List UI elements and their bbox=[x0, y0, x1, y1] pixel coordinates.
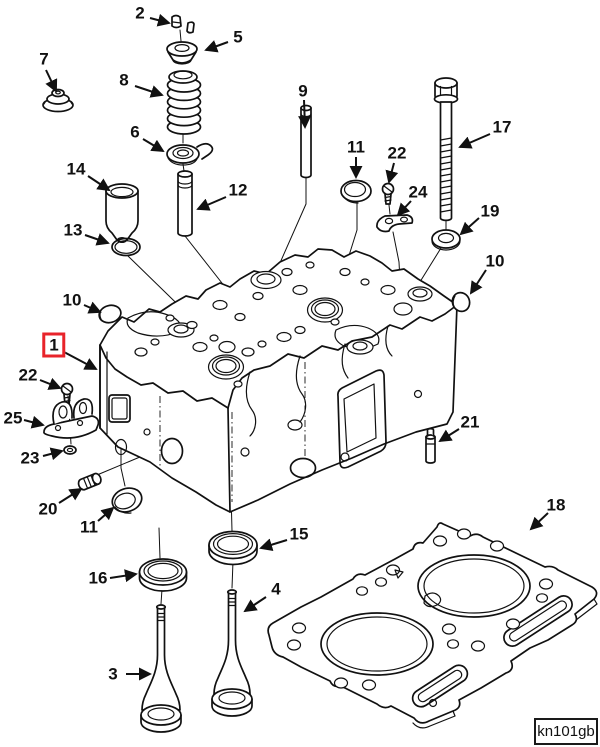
callout-10-right: 10 bbox=[485, 251, 505, 271]
dowel-pin-drawing bbox=[425, 427, 436, 464]
valve-collets-drawing bbox=[171, 14, 195, 34]
callout-arrows bbox=[23, 13, 549, 681]
callout-3: 3 bbox=[108, 664, 118, 684]
callout-12: 12 bbox=[228, 180, 248, 200]
callout-18: 18 bbox=[546, 495, 566, 515]
callout-11-bottom: 11 bbox=[80, 517, 98, 537]
valve-guide-drawing bbox=[177, 170, 193, 237]
callout-6: 6 bbox=[130, 122, 140, 142]
cup-plug-top-drawing bbox=[340, 179, 372, 204]
clamp-plate-drawing bbox=[376, 214, 414, 233]
drawing-code-box: kn101gb bbox=[534, 718, 598, 745]
valve-stem-seal-drawing bbox=[42, 88, 74, 113]
head-bolt-drawing bbox=[433, 77, 459, 222]
callout-11-top: 11 bbox=[347, 137, 365, 157]
callout-25: 25 bbox=[3, 408, 23, 428]
callout-4: 4 bbox=[271, 579, 281, 599]
callout-9: 9 bbox=[298, 81, 308, 101]
callout-10-left: 10 bbox=[62, 290, 82, 310]
spring-retainer-drawing bbox=[166, 41, 198, 65]
valve-3-drawing bbox=[140, 604, 182, 733]
spring-seat-rotator-drawing bbox=[166, 142, 214, 166]
callout-22-top: 22 bbox=[387, 143, 407, 163]
valve-seat-insert-15-drawing bbox=[208, 530, 258, 566]
callout-14: 14 bbox=[66, 159, 86, 179]
screw-top-drawing bbox=[381, 182, 395, 205]
tappet-drawing bbox=[105, 183, 139, 244]
callout-8: 8 bbox=[119, 70, 129, 90]
push-tube-drawing bbox=[300, 104, 312, 179]
callout-13: 13 bbox=[63, 220, 83, 240]
callout-21: 21 bbox=[460, 412, 480, 432]
callout-23: 23 bbox=[20, 448, 40, 468]
valve-seat-insert-16-drawing bbox=[138, 558, 188, 592]
callout-17: 17 bbox=[492, 117, 512, 137]
callout-2: 2 bbox=[135, 3, 145, 23]
callout-19: 19 bbox=[480, 201, 500, 221]
callout-15: 15 bbox=[289, 524, 309, 544]
callout-16: 16 bbox=[88, 568, 108, 588]
washer-drawing bbox=[431, 229, 461, 251]
cup-plug-right-drawing bbox=[451, 291, 471, 313]
callout-5: 5 bbox=[233, 27, 243, 47]
valve-4-drawing bbox=[211, 589, 253, 717]
callout-22-left: 22 bbox=[18, 365, 38, 385]
o-ring-drawing bbox=[111, 237, 141, 257]
cylinder-head-drawing bbox=[99, 248, 458, 513]
crosshead-guide-drawing bbox=[43, 398, 100, 439]
washer-small-drawing bbox=[63, 445, 77, 455]
drawing-code: kn101gb bbox=[537, 723, 595, 740]
head-gasket-drawing bbox=[267, 522, 598, 729]
callout-7: 7 bbox=[39, 49, 49, 69]
cup-plug-left-drawing bbox=[98, 304, 122, 324]
cup-plug-bottom-drawing bbox=[111, 487, 143, 514]
callout-20: 20 bbox=[38, 499, 58, 519]
callout-1-highlighted: 1 bbox=[42, 332, 66, 358]
valve-spring-drawing bbox=[166, 70, 202, 135]
callout-24: 24 bbox=[408, 182, 428, 202]
threaded-plug-drawing bbox=[77, 472, 102, 491]
